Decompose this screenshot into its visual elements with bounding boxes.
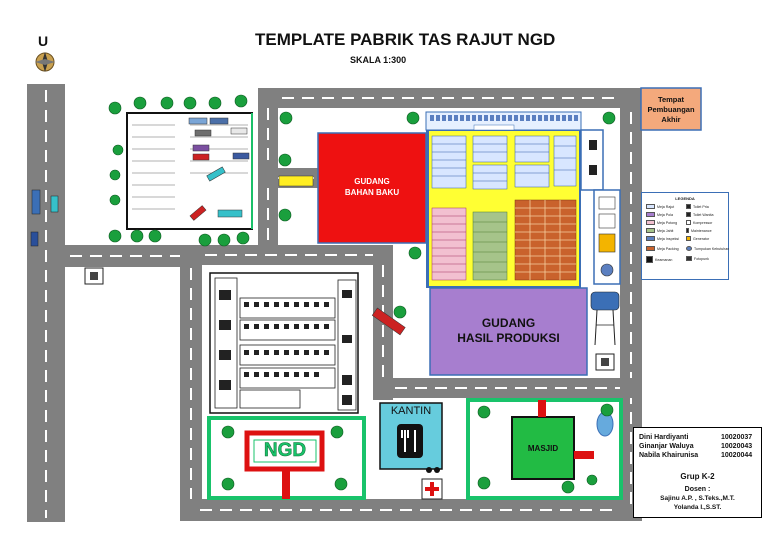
masjid-label: MASJID [527,444,559,453]
legend-item: Meja Jahit [646,228,673,233]
tempat-pembuangan-akhir [640,87,702,131]
legend-box: LEGENDA Meja Rajut Meja Pola Meja Potong… [641,192,729,280]
team-info-box: Dini Hardiyanti 10020037 Ginanjar Waluya… [633,427,762,518]
legend-item: Meja Potong [646,220,677,225]
gudang-bahan-baku-line2: BAHAN BAKU [344,188,400,197]
scale-label: SKALA 1:300 [350,55,407,65]
kantin [379,402,443,470]
legend-item: Fotopunk [686,256,709,261]
legend-item: Meja Packing [646,246,679,251]
dosen-label: Dosen : [684,486,711,493]
kantin-label: KANTIN [390,405,432,417]
gudang-hasil-produksi [429,287,588,376]
dosen-name: Sajinu A.P. , S.Teks.,M.T. [660,495,735,502]
member-nim: 10020043 [721,443,753,450]
member-nim: 10020037 [721,434,753,441]
dosen-name: Yolanda I.,S.ST. [673,504,722,511]
truck-icon [30,175,406,336]
group-label: Grup K-2 [680,472,715,481]
car-icon [188,117,250,221]
gudang-bahan-baku [317,132,427,244]
fork-knife-icon [401,430,416,452]
tempat-pembuangan-label: Tempat Pembuangan Akhir [641,95,701,125]
tempat-pembuangan-line3: Akhir [661,115,681,124]
legend-item: Maintenance [686,228,712,233]
legend-item: Toilet Wanita [686,212,713,217]
page-title: TEMPLATE PABRIK TAS RAJUT NGD [255,30,556,49]
gudang-bahan-baku-line1: GUDANG [354,177,390,186]
gudang-bahan-baku-label: GUDANG BAHAN BAKU [318,176,426,198]
legend-item: Meja Inspeksi [646,236,679,241]
legend-item: Kompressor [686,220,712,225]
security-post-icon [84,267,615,371]
gudang-hasil-line1: GUDANG [481,316,536,330]
legend-item: Meja Pola [646,212,673,217]
road-network [27,84,642,522]
tempat-pembuangan-line2: Pembuangan [647,105,695,114]
member-name: Ginanjar Waluya [639,443,694,450]
gudang-hasil-label: GUDANG HASIL PRODUKSI [430,316,587,346]
tempat-pembuangan-line1: Tempat [657,95,685,104]
water-tower-icon [590,291,620,346]
member-name: Nabila Khairunisa [639,452,699,459]
member-nim: 10020044 [721,452,753,459]
parking-lot [126,112,253,230]
legend-item: Meja Rajut [646,204,674,209]
legend-item: Tumpukan Kebutuhan [686,246,729,251]
member-name: Dini Hardiyanti [639,434,689,441]
ngd-sign-label: NGD [263,440,307,462]
office-building [209,272,359,414]
gudang-hasil-line2: HASIL PRODUKSI [457,331,560,345]
legend-title: LEGENDA [675,196,695,201]
legend-item: Toilet Pria [686,204,709,209]
legend-item: Generator [686,236,709,241]
north-marker: U [38,33,49,49]
tree-icon [108,94,616,494]
legend-item: Keamanan [646,256,672,263]
compass-icon [35,52,55,72]
production-floor [425,111,621,288]
